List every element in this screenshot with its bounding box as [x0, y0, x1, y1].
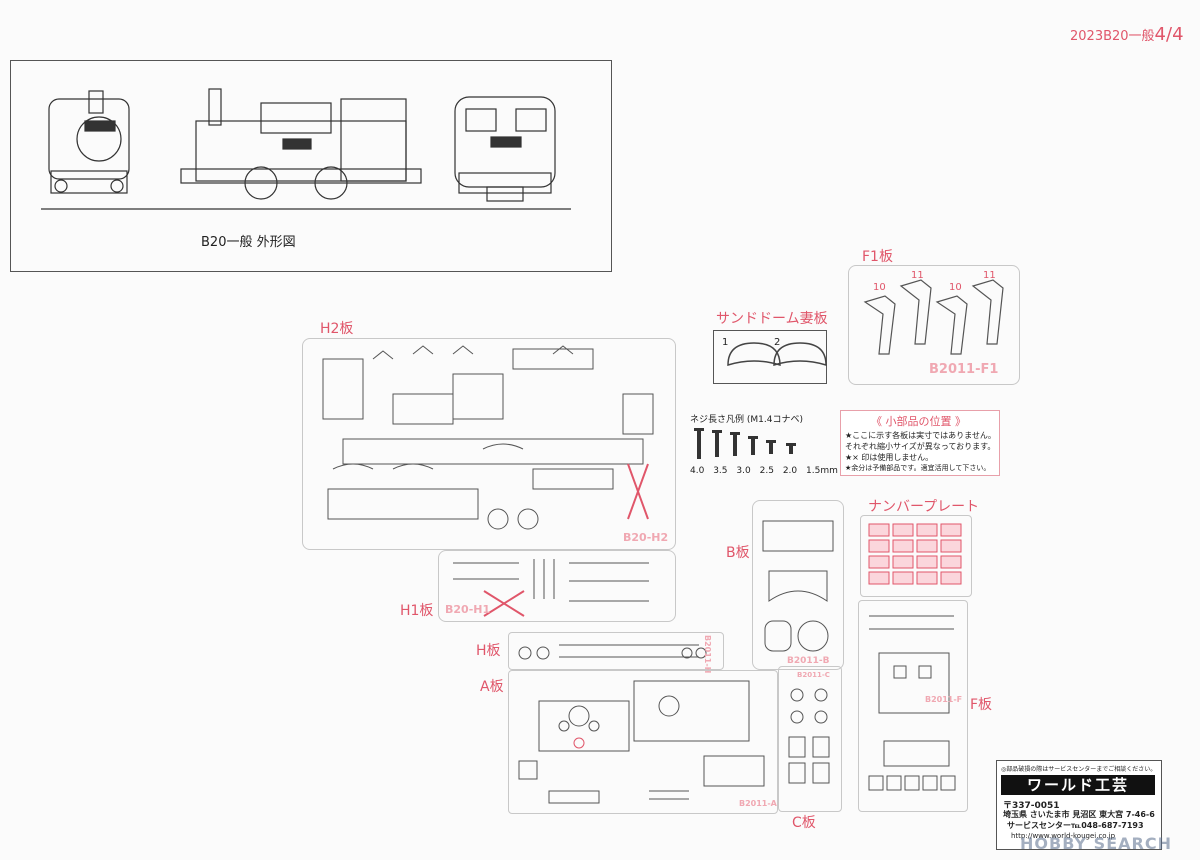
company-url: http://www.world-kougei.co.jp	[1011, 832, 1116, 840]
h-etching-sheet: B2011-H	[508, 632, 724, 674]
a-sheet-label: A板	[480, 679, 504, 695]
number-plates-grid	[868, 523, 962, 585]
screw-size-15: 1.5mm	[806, 466, 838, 476]
company-phone: サービスセンター℡048-687-7193	[1007, 821, 1144, 830]
screw-size-35: 3.5	[713, 466, 728, 476]
b-parts-drawing	[762, 520, 834, 652]
c-parts-drawing	[788, 688, 830, 784]
c-sheet-code: B2011-C	[797, 671, 830, 679]
screw-legend: ネジ長さ凡例 (M1.4コナベ) 4.0 3.5 3.0 2.5 2.0 1.5…	[686, 410, 838, 482]
h1-parts-drawing	[453, 559, 649, 617]
sand-dome-num-1: 2	[774, 337, 781, 348]
f1-part-num-1: 11	[911, 270, 924, 281]
locomotive-outline-drawings	[41, 88, 571, 210]
company-address: 埼玉県 さいたま市 見沼区 東大宮 7-46-6	[1003, 810, 1155, 819]
page-number: 4/4	[1154, 24, 1184, 45]
f1-part-num-2: 10	[949, 282, 962, 293]
h-sheet-code: B2011-H	[703, 635, 712, 674]
company-name: ワールド工芸	[1001, 775, 1155, 795]
notes-line-1: それぞれ縮小サイズが異なっております。	[845, 442, 996, 451]
b-sheet-label: B板	[726, 545, 750, 561]
f-parts-drawing	[868, 615, 956, 791]
notes-line-2: ★× 印は使用しません。	[845, 453, 934, 462]
number-plate-sheet	[860, 515, 972, 597]
h2-etching-sheet: B20-H2	[302, 338, 676, 550]
a-etching-sheet: B2011-A	[508, 670, 778, 814]
f1-part-num-3: 11	[983, 270, 996, 281]
screw-size-20: 2.0	[782, 466, 798, 476]
screw-size-40: 4.0	[690, 466, 705, 476]
c-etching-sheet: B2011-C	[778, 666, 842, 812]
f1-parts-drawing	[863, 279, 1004, 355]
f1-sheet-label: F1板	[862, 249, 893, 265]
b-sheet-code: B2011-B	[787, 656, 830, 666]
small-parts-notes-box: 《 小部品の位置 》 ★ここに示す各板は実寸ではありません。 それぞれ縮小サイズ…	[840, 410, 1000, 476]
a-parts-drawing	[518, 680, 765, 804]
sand-dome-box: 1 2	[713, 330, 827, 384]
company-note: ◎部品破損の際はサービスセンターまでご相談ください。	[1001, 766, 1157, 773]
company-info-box: ◎部品破損の際はサービスセンターまでご相談ください。 ワールド工芸 〒337-0…	[996, 760, 1162, 850]
notes-title: 《 小部品の位置 》	[871, 415, 966, 428]
page-ref-text: 2023B20一般	[1070, 29, 1155, 44]
company-postal: 〒337-0051	[1003, 801, 1060, 811]
watermark-text: HOBBY SEARCH	[1020, 834, 1172, 853]
h1-etching-sheet: B20-H1	[438, 550, 676, 622]
h1-sheet-label: H1板	[400, 603, 434, 619]
watermark: HOBBY SEARCH	[1020, 834, 1172, 853]
h1-sheet-code: B20-H1	[445, 603, 491, 616]
h-parts-drawing	[518, 644, 707, 660]
h-sheet-label: H板	[476, 643, 501, 659]
a-sheet-code: B2011-A	[739, 799, 777, 808]
sand-dome-label: サンドドーム妻板	[716, 311, 828, 327]
screw-size-30: 3.0	[736, 466, 751, 476]
sand-dome-num-2: 1	[722, 337, 729, 348]
sand-dome-parts-drawing	[727, 342, 827, 367]
b-etching-sheet: B2011-B	[752, 500, 844, 670]
screw-size-25: 2.5	[759, 466, 774, 476]
f1-etching-sheet: 10 11 10 11 B2011-F1	[848, 265, 1020, 385]
outline-caption: B20一般 外形図	[201, 235, 296, 250]
notes-line-3: ★余分は予備部品です。適宜活用して下さい。	[845, 464, 991, 472]
screw-sizes: 4.0 3.5 3.0 2.5 2.0 1.5mm	[690, 466, 838, 476]
f-etching-sheet: B2011-F	[858, 600, 968, 812]
c-sheet-label: C板	[792, 815, 816, 831]
h2-parts-drawing	[322, 345, 654, 530]
screw-icons	[694, 428, 796, 459]
screw-legend-title: ネジ長さ凡例 (M1.4コナベ)	[690, 415, 803, 425]
f-sheet-label: F板	[970, 697, 993, 713]
h2-sheet-code: B20-H2	[623, 531, 669, 544]
number-plate-label: ナンバープレート	[868, 499, 980, 515]
f-sheet-code: B2011-F	[925, 695, 963, 704]
f1-part-num-0: 10	[873, 282, 886, 293]
f1-sheet-code: B2011-F1	[929, 362, 999, 377]
page-reference: 2023B20一般4/4	[1070, 24, 1184, 45]
outline-drawing-frame: B20一般 外形図	[10, 60, 612, 272]
notes-line-0: ★ここに示す各板は実寸ではありません。	[845, 431, 996, 440]
h2-sheet-label: H2板	[320, 321, 354, 337]
